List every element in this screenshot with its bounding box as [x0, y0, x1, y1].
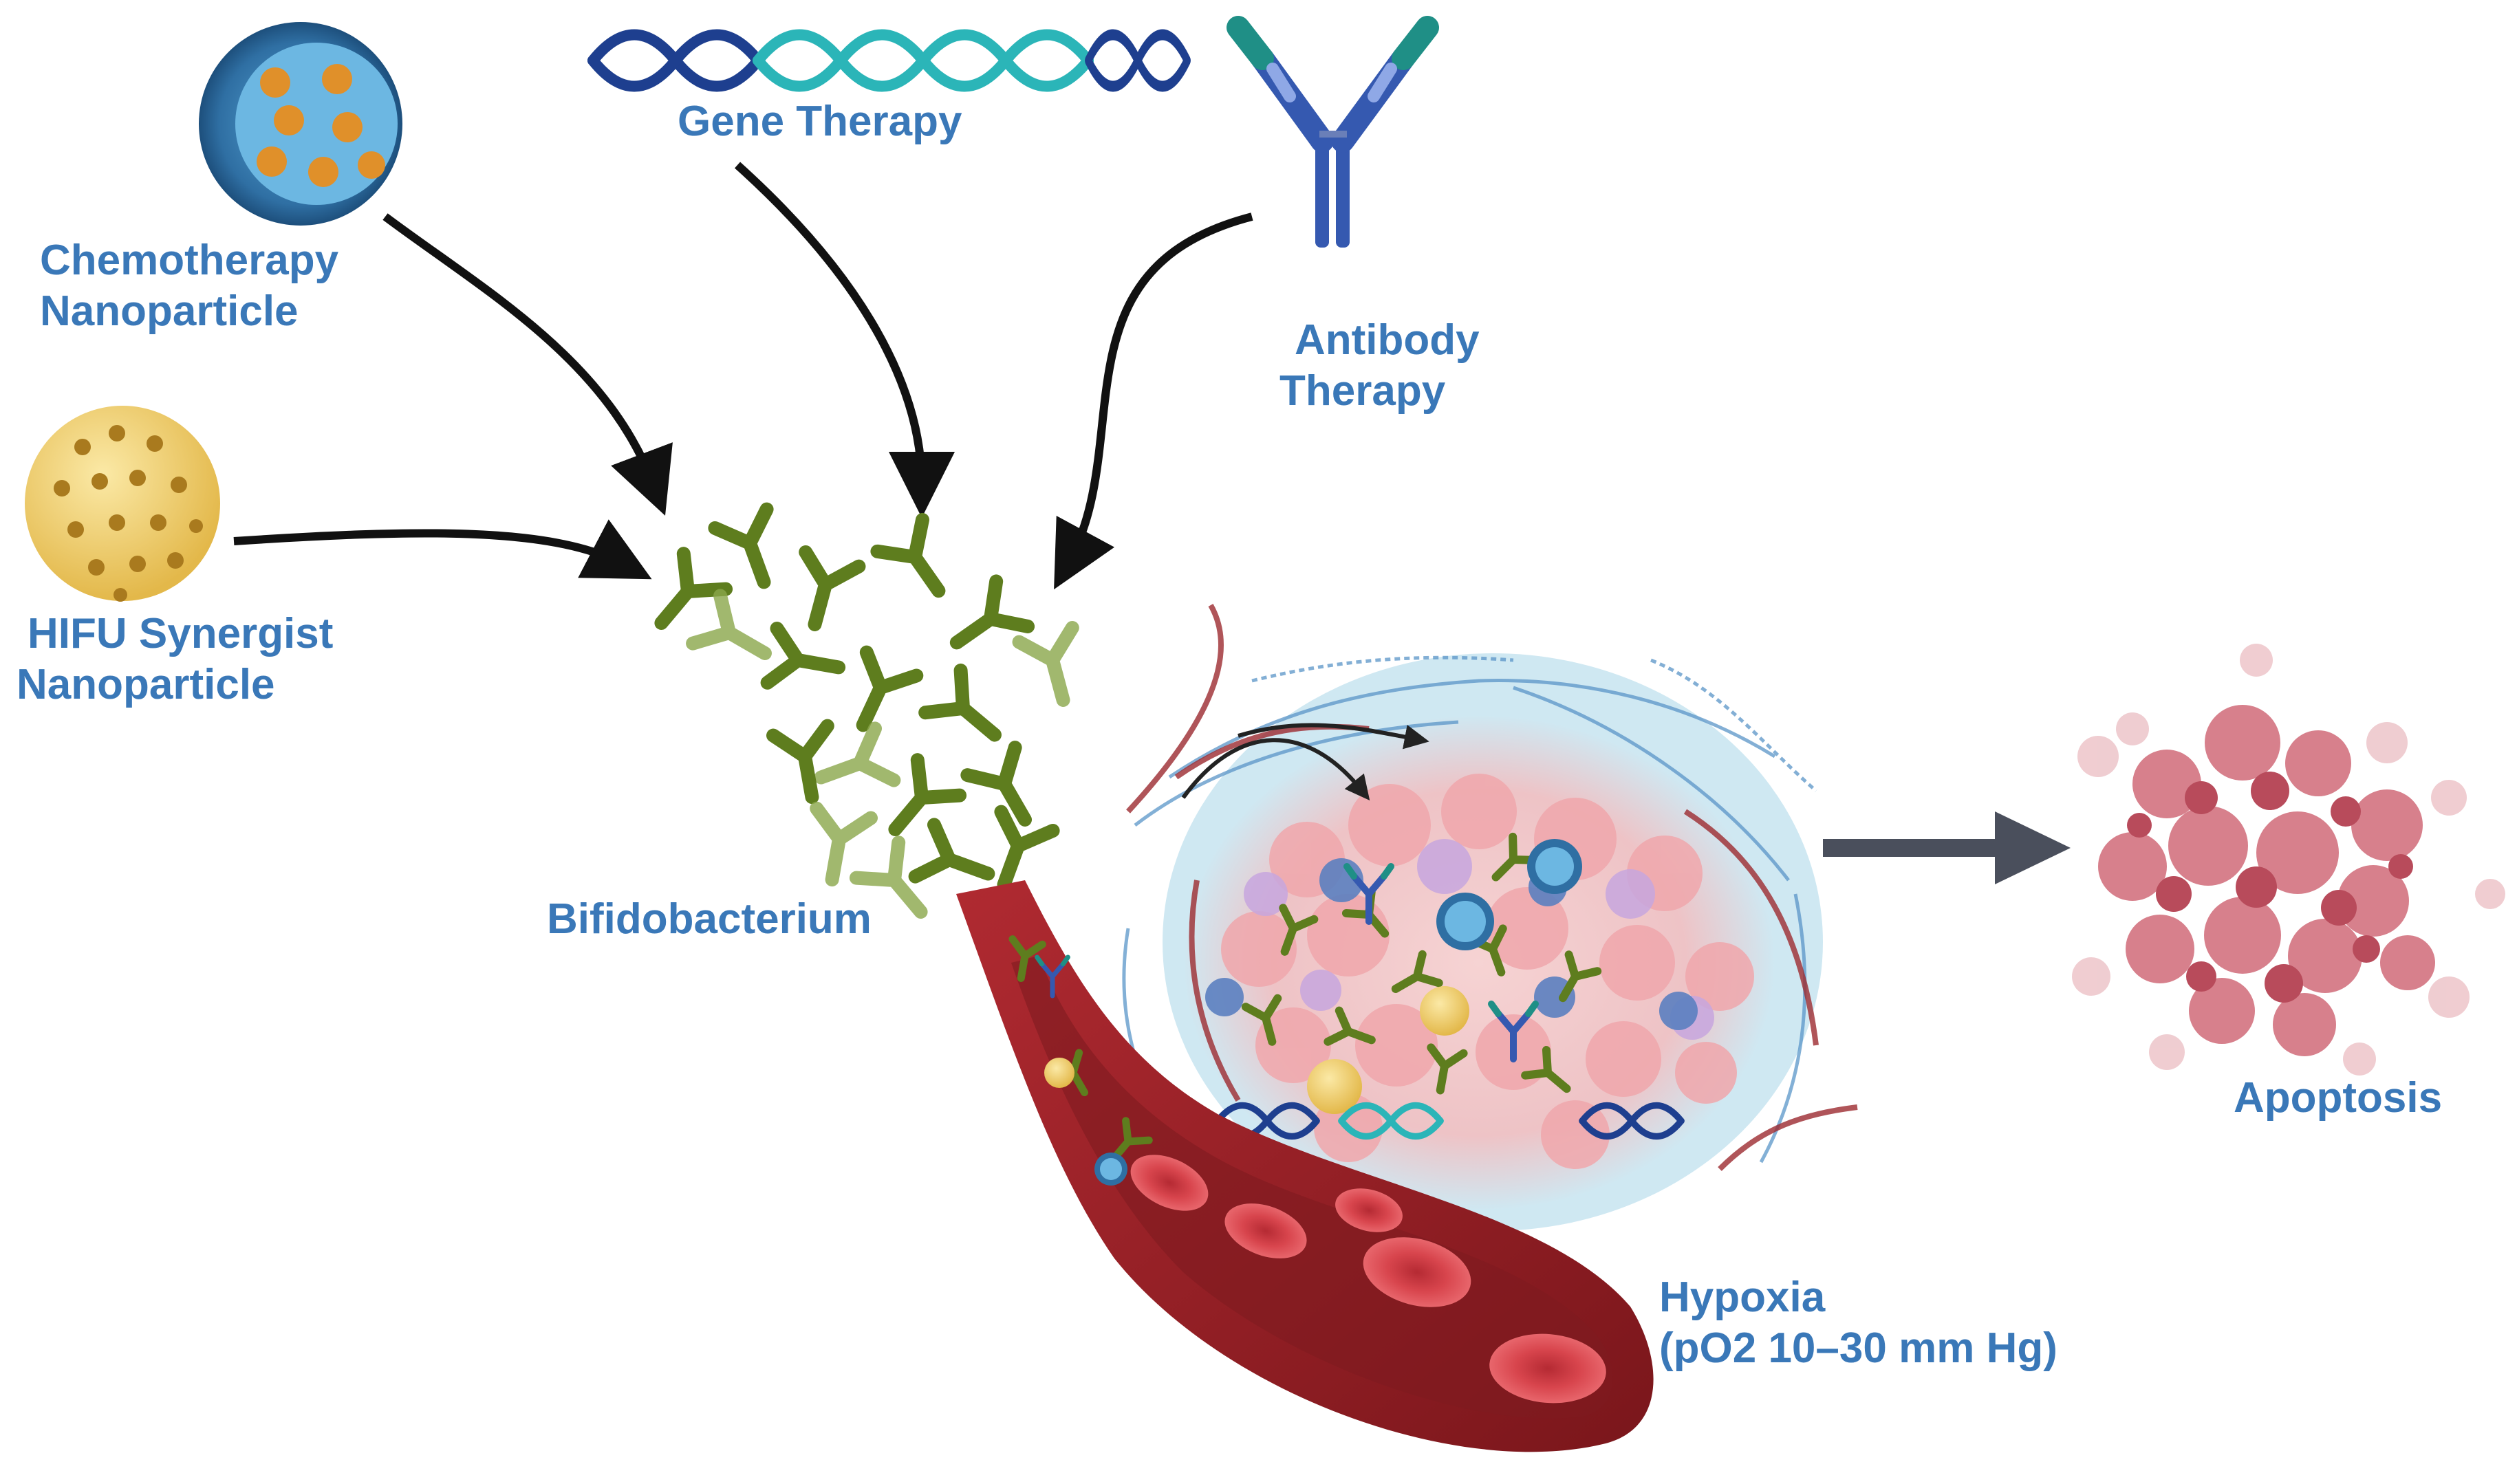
- tumor-entry-arrow-1: [1181, 738, 1370, 801]
- gene-therapy-label: Gene Therapy: [678, 98, 962, 145]
- hypoxia-label-line1: Hypoxia: [1659, 1274, 1826, 1321]
- apoptosis-label: Apoptosis: [2234, 1074, 2443, 1122]
- hifu-label-line2: Nanoparticle: [17, 661, 275, 708]
- gene-arrow: [734, 162, 955, 518]
- bifidobacterium-label: Bifidobacterium: [547, 895, 872, 943]
- output-arrow: [1823, 811, 2071, 884]
- bifidobacterium-icon: [640, 510, 1090, 930]
- tumor-entry-arrow-2: [1238, 723, 1429, 750]
- blood-vessel-icon: [956, 880, 1654, 1452]
- antibody-arrow: [1054, 212, 1253, 590]
- chemotherapy-label-line1: Chemotherapy: [40, 237, 339, 284]
- chemotherapy-nanoparticle-icon: [199, 22, 402, 226]
- chemo-arrow: [382, 213, 673, 516]
- tumor-icon: [1122, 604, 1858, 1231]
- hifu-label-line1: HIFU Synergist: [28, 610, 334, 657]
- hifu-arrow: [233, 519, 652, 580]
- antibody-icon: [1227, 16, 1439, 248]
- hypoxia-label: Hypoxia (pO2 10–30 mm Hg): [1659, 1272, 2057, 1374]
- chemotherapy-label-line2: Nanoparticle: [40, 287, 299, 335]
- chemotherapy-label: Chemotherapy Nanoparticle: [40, 235, 338, 337]
- antibody-label-line2: Therapy: [1279, 367, 1446, 415]
- antibody-label-line1: Antibody: [1295, 316, 1480, 364]
- apoptosis-cell-icon: [2072, 644, 2505, 1076]
- hifu-nanoparticle-icon: [25, 406, 220, 602]
- input-arrows: [233, 162, 1253, 590]
- hypoxia-label-line2: (pO2 10–30 mm Hg): [1659, 1324, 2057, 1372]
- dna-helix-icon: [593, 35, 1187, 87]
- hifu-label: HIFU Synergist Nanoparticle: [17, 609, 333, 710]
- antibody-label: Antibody Therapy: [1279, 315, 1480, 417]
